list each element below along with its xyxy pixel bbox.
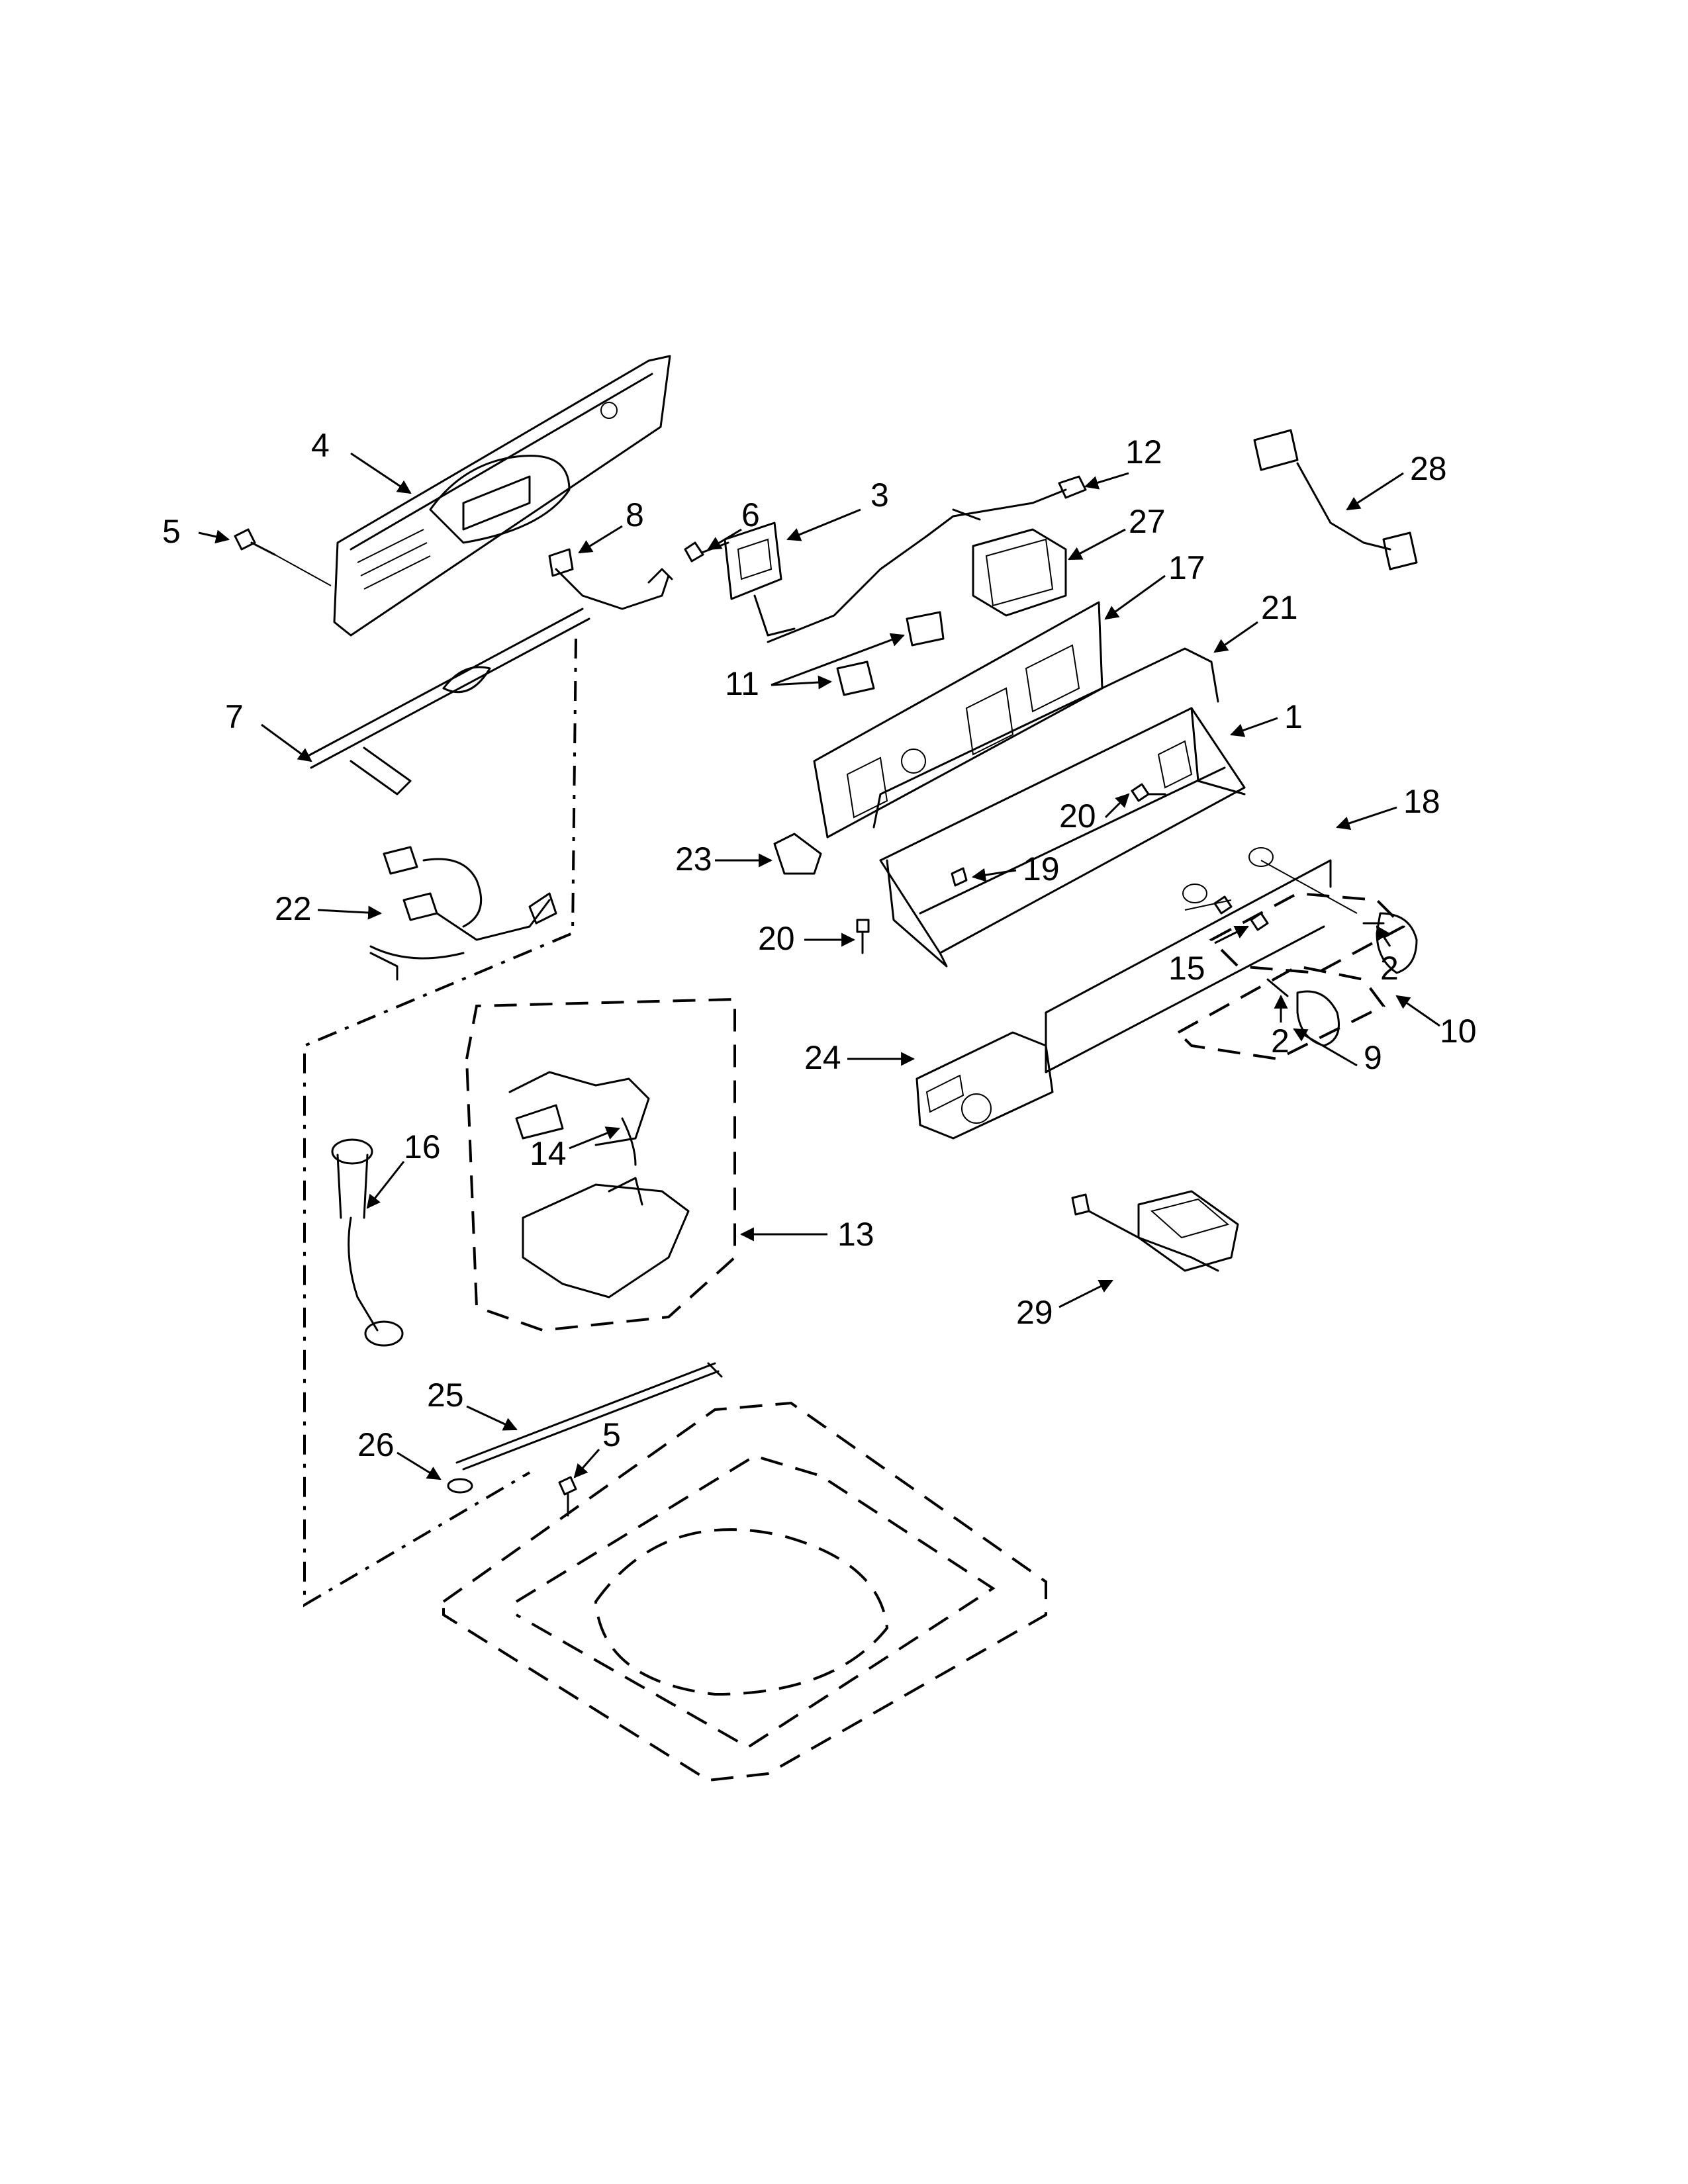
leader-20a [1104,793,1130,819]
control-board-24-part [915,1031,1054,1140]
callout-5a: 5 [162,513,181,550]
leader-16 [366,1161,405,1209]
callout-12: 12 [1125,433,1162,471]
callout-25: 25 [427,1377,464,1414]
callout-23: 23 [675,841,712,878]
leader-2a [1376,925,1391,947]
screw-20-upper-part [1131,783,1166,802]
callout-14: 14 [530,1135,567,1172]
leader-29 [1058,1279,1113,1308]
callout-7: 7 [225,698,244,735]
leader-8 [578,525,623,554]
leader-27 [1068,528,1126,561]
callout-8: 8 [626,496,644,533]
callout-9: 9 [1364,1039,1382,1076]
callout-18: 18 [1403,783,1440,820]
clip-26-part [447,1478,473,1494]
leader-3 [786,508,861,541]
callout-2a: 2 [1380,950,1399,987]
leader-15 [1214,925,1249,944]
callout-19: 19 [1023,850,1060,887]
leader-lines [198,452,1440,1480]
switch-3-part [724,522,796,637]
leader-28 [1346,472,1404,511]
leader-18 [1336,806,1397,830]
cap-23-part [773,833,822,875]
callout-15: 15 [1168,950,1205,987]
callout-24: 24 [804,1039,841,1076]
rod-25-part [455,1362,723,1471]
hose-16-part [331,1138,404,1347]
callout-27: 27 [1129,503,1166,540]
leader-14 [569,1126,620,1150]
leader-4 [350,452,412,494]
ground-path-line [303,638,577,1608]
overlay-18-part [1045,847,1358,1073]
callout-21: 21 [1261,589,1298,626]
callout-3: 3 [870,477,889,514]
callout-29: 29 [1016,1294,1053,1331]
callout-28: 28 [1410,450,1447,487]
leader-1 [1230,717,1278,737]
leader-26 [397,1451,442,1480]
washer-top-outline [442,1401,1047,1782]
screw-20-lower-part [856,919,870,954]
clip-19-part [951,867,968,887]
leader-11b [771,633,905,686]
callout-22: 22 [275,890,312,927]
leader-5a [198,529,230,544]
leader-7 [261,723,312,762]
leader-17 [1104,574,1166,620]
callout-11: 11 [725,665,759,702]
callout-2b: 2 [1271,1023,1289,1060]
harness-12-part [767,475,1087,643]
callout-20b: 20 [758,920,795,957]
valve-assembly-13-part [465,997,736,1332]
callout-17: 17 [1168,549,1205,586]
leader-10 [1395,995,1440,1027]
wire-connector-8-part [548,548,673,610]
callout-labels: 1 2 2 3 4 5 5 6 7 8 9 10 11 12 13 14 15 … [162,427,1477,1463]
callout-1: 1 [1284,698,1303,735]
callout-10: 10 [1440,1013,1477,1050]
leader-6 [707,528,742,551]
switch-11-part [836,611,945,696]
wiring-28-part [1253,429,1418,570]
callout-6: 6 [741,496,760,533]
leader-9 [1293,1028,1358,1067]
wire-harness-22-part [369,846,557,981]
sensor-29-part [1071,1190,1239,1272]
callout-13: 13 [837,1216,874,1253]
screw-6-part [684,541,729,563]
knob-10-part [1209,891,1418,975]
screw-part-upper [234,528,332,586]
leader-25 [466,1405,518,1431]
callout-16: 16 [404,1128,441,1165]
callout-5b: 5 [602,1416,621,1453]
console-1-part [879,707,1246,968]
bracket-27-part [972,528,1067,617]
rod-21-part [872,647,1219,829]
leader-11a [771,675,833,690]
leader-19 [971,868,1017,882]
leader-5b [573,1449,600,1479]
wire-harness-7-part [303,608,590,796]
callout-4: 4 [311,427,330,464]
leader-22 [317,905,383,920]
leader-12 [1084,472,1129,490]
leader-21 [1213,621,1258,653]
callout-20a: 20 [1059,797,1096,835]
callout-26: 26 [357,1426,395,1463]
rear-panel-part [333,355,671,637]
